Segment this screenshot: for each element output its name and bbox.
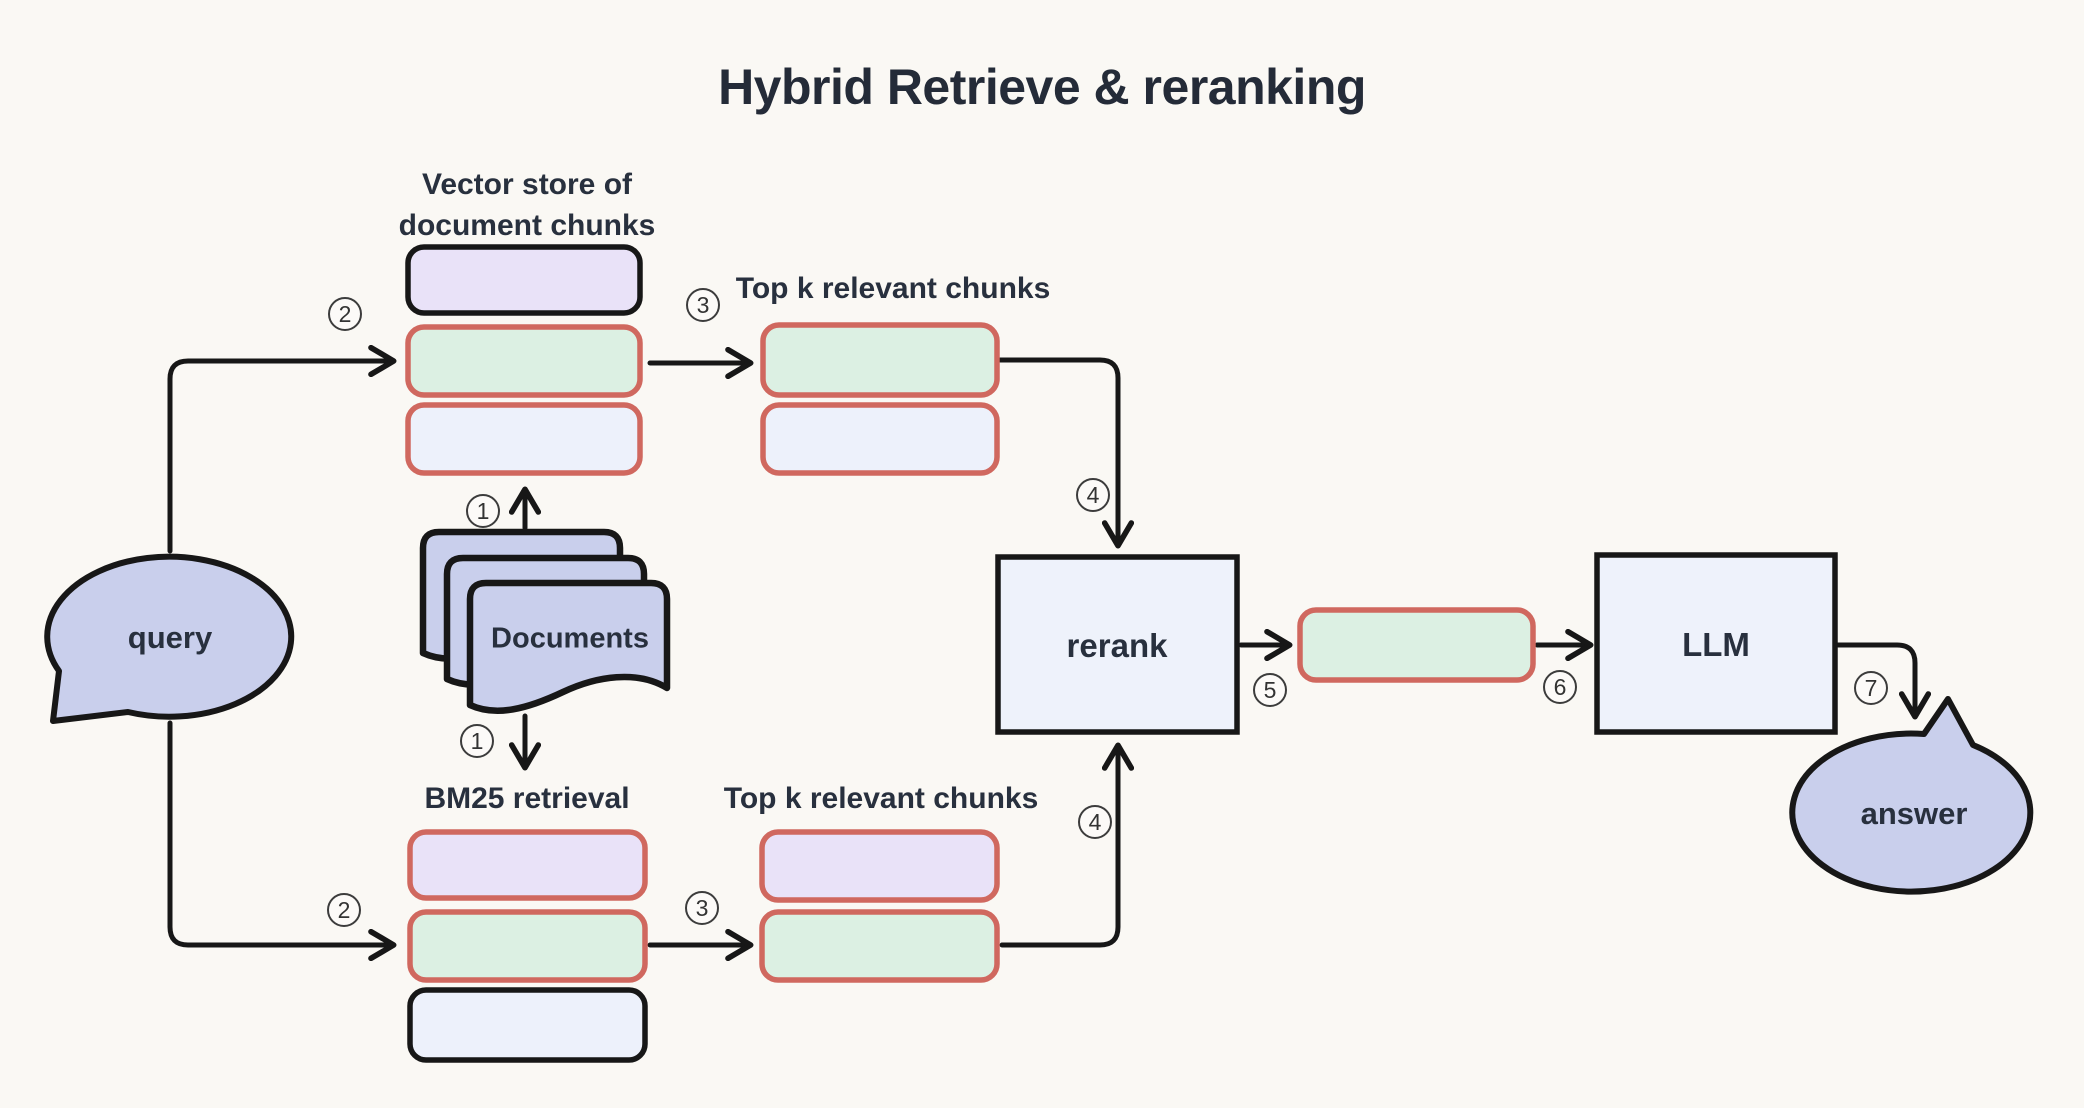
topk-vector-stack (760, 322, 1000, 476)
topk-vector-chunk-blue (760, 402, 1000, 476)
vector-chunk-purple (405, 244, 643, 316)
step-5-badge: 5 (1253, 673, 1287, 707)
topk-bm25-chunk-purple (759, 829, 1000, 903)
topk-bm25-chunk-green (759, 909, 1000, 983)
answer-bubble (1789, 696, 2034, 895)
bm25-label: BM25 retrieval (424, 782, 630, 815)
step-3-badge-bottom: 3 (685, 891, 719, 925)
rerank-label: rerank (1066, 627, 1168, 664)
step-4-badge-bottom: 4 (1078, 805, 1112, 839)
document-front (466, 579, 671, 714)
reranked-chunk-green (1297, 607, 1536, 683)
connector-arrows (167, 357, 1915, 948)
step-1-badge-down: 1 (460, 724, 494, 758)
arrow-query-to-vector-store (167, 361, 391, 554)
answer-label: answer (1860, 796, 1968, 831)
arrow-query-to-bm25 (167, 720, 391, 945)
bm25-chunk-blue (407, 987, 648, 1063)
step-6-badge: 6 (1543, 670, 1577, 704)
step-1-badge-up: 1 (466, 494, 500, 528)
step-3-badge-top: 3 (686, 288, 720, 322)
arrow-llm-to-answer (1835, 642, 1915, 714)
step-7-badge: 7 (1854, 671, 1888, 705)
arrow-topk-top-to-rerank (997, 357, 1118, 543)
documents-stack (419, 528, 671, 714)
topk-bm25-label: Top k relevant chunks (723, 782, 1039, 815)
step-4-badge-top: 4 (1076, 478, 1110, 512)
diagram-title: Hybrid Retrieve & reranking (718, 59, 1366, 115)
topk-bm25-stack (759, 829, 1000, 983)
query-bubble (44, 553, 295, 724)
vector-store-stack (405, 244, 643, 476)
vector-chunk-green (405, 324, 643, 398)
bm25-chunk-green (407, 909, 648, 983)
step-2-badge-top: 2 (328, 297, 362, 331)
topk-vector-label: Top k relevant chunks (735, 272, 1051, 305)
topk-vector-chunk-green (760, 322, 1000, 398)
documents-label: Documents (491, 622, 649, 655)
bm25-chunk-purple (407, 829, 648, 901)
vector-store-label: Vector store of document chunks (398, 168, 656, 243)
arrow-topk-bottom-to-rerank (999, 748, 1118, 948)
step-2-badge-bottom: 2 (327, 893, 361, 927)
llm-label: LLM (1682, 626, 1750, 663)
vector-chunk-blue (405, 402, 643, 476)
query-label: query (127, 620, 213, 655)
bm25-stack (407, 829, 648, 1063)
rerank-box (995, 554, 1240, 735)
llm-box (1594, 552, 1838, 735)
